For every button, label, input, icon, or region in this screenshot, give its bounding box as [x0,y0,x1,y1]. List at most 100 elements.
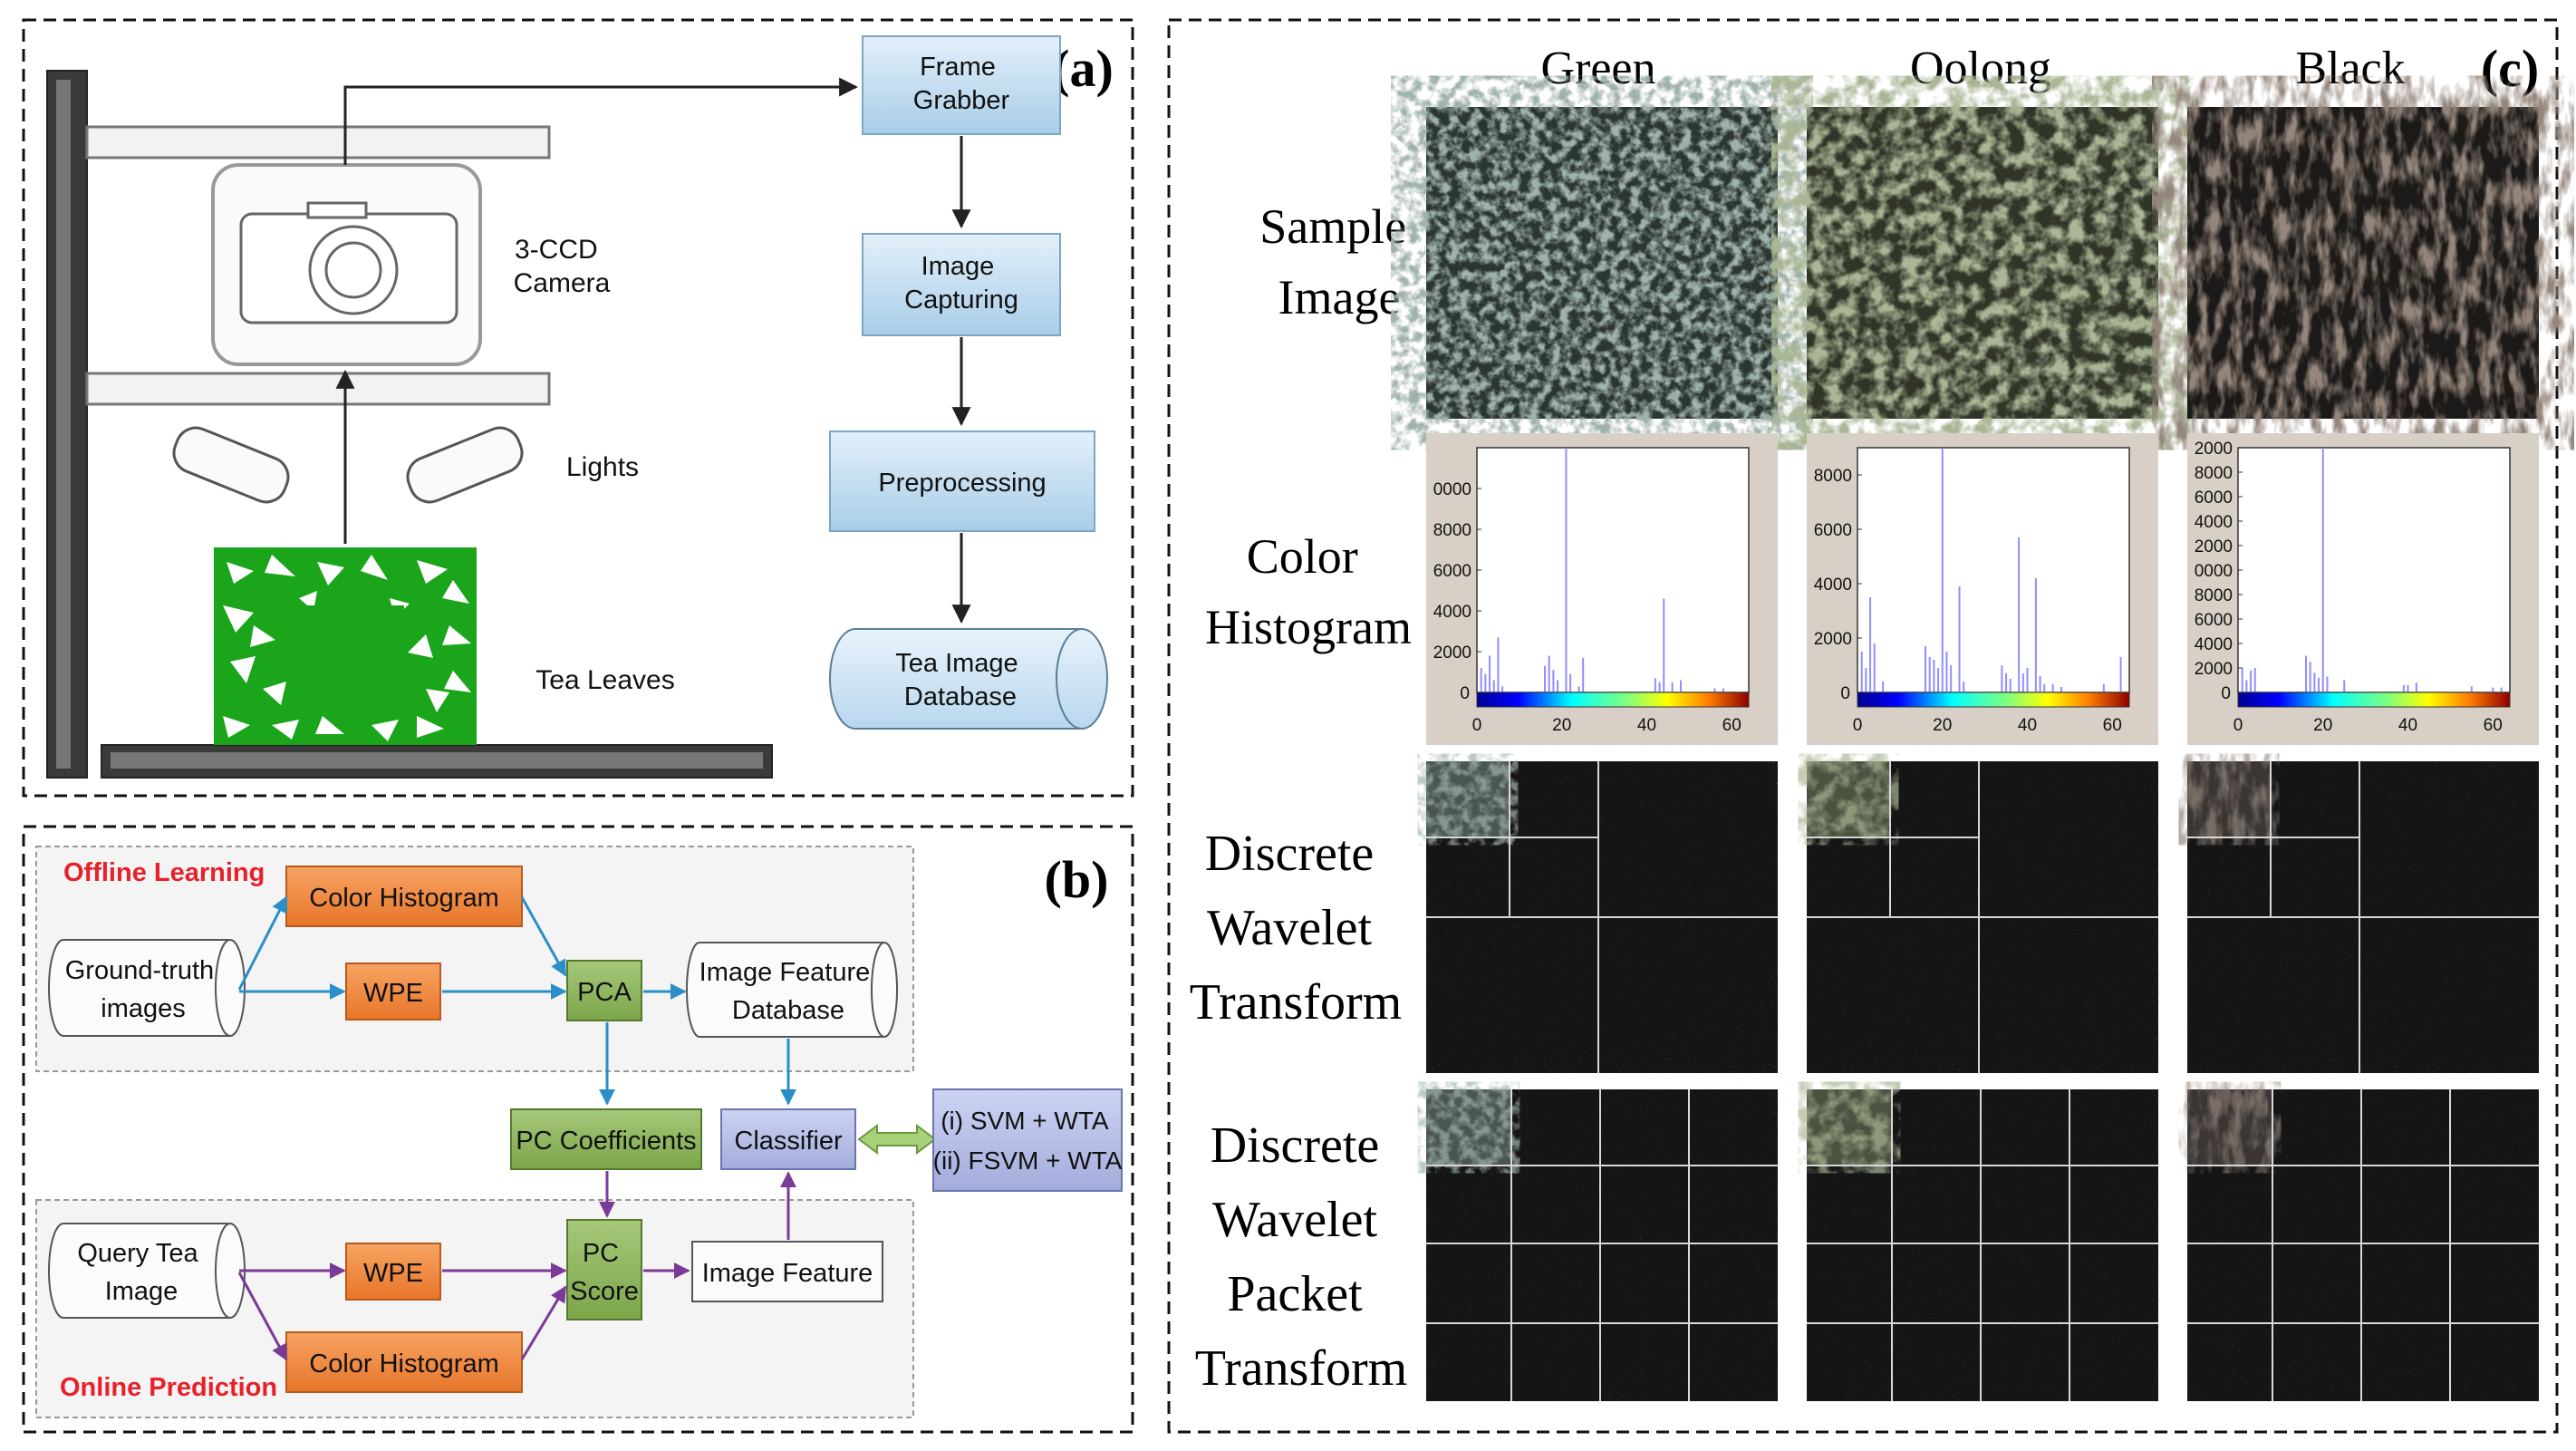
svg-text:Frame Grabber: Frame Grabber [913,53,1010,115]
wpe-top-box: WPE [345,962,441,1021]
svg-text:Image Capturing: Image Capturing [904,252,1018,314]
svg-text:WPE: WPE [363,979,423,1008]
histogram-ytick-label-black: 2000 [2195,537,2233,556]
histogram-xtick-label-black: 0 [2233,716,2243,735]
column-header-black: Black [2295,43,2405,94]
sample-image-oolong [1807,107,2158,419]
svg-text:Classifier: Classifier [734,1127,843,1156]
dwpt-image-black [2187,1089,2539,1401]
wpe-bottom-box: WPE [345,1243,441,1301]
svg-text:Ground-truth images: Ground-truth images [65,956,221,1023]
histogram-xtick-label-oolong: 20 [1933,716,1952,735]
histogram-ytick-zero-black: 0 [2221,684,2231,703]
panel-a-label: (a) [1052,39,1114,98]
color-histogram-bottom-box: Color Histogram [285,1331,523,1393]
panel-c-border [1167,18,2559,1434]
histogram-ytick-label-green: 4000 [1433,603,1471,622]
row-label-dwt: Discrete Wavelet Transform [1190,826,1402,1030]
pc-coefficients-box: PC Coefficients [510,1108,702,1170]
panel-c-label: (c) [2481,39,2539,98]
image-capturing-box: Image Capturing [862,233,1061,336]
histogram-ytick-label-green: 0000 [1433,480,1471,499]
histogram-xtick-label-black: 60 [2484,716,2503,735]
camera-icon [211,163,482,366]
preprocessing-box: Preprocessing [829,430,1095,532]
double-arrow-classifier-options [857,1124,937,1155]
pc-score-box: PC Score [566,1219,642,1320]
column-header-oolong: Oolong [1910,43,2051,94]
histogram-xtick-label-oolong: 40 [2018,716,2037,735]
classifier-options-box: (i) SVM + WTA (ii) FSVM + WTA [932,1088,1123,1192]
query-tea-image-cylinder: Query Tea Image [48,1223,246,1319]
tea-leaves-icon [214,547,477,745]
panel-a: (a) 3-CCD Camera Lights [22,18,1134,798]
histogram-xtick-label-oolong: 0 [1853,716,1863,735]
sample-image-green [1426,107,1778,419]
svg-text:Color Histogram: Color Histogram [309,1349,499,1378]
dwt-image-oolong [1807,761,2158,1073]
histogram-ytick-label-black: 2000 [2195,660,2233,679]
histogram-ytick-label-black: 6000 [2195,611,2233,630]
panel-b-label: (b) [1045,850,1109,909]
histogram-colorbar-oolong [1857,692,2130,708]
histogram-ytick-label-black: 2000 [2195,440,2233,459]
camera-label: 3-CCD Camera [514,235,611,298]
image-feature-box: Image Feature [691,1241,883,1302]
dwt-image-black [2187,761,2539,1073]
arrow-camera-to-grabber [343,77,859,165]
histogram-xtick-label-green: 60 [1722,716,1741,735]
histogram-xtick-label-green: 20 [1552,716,1571,735]
arrow-hist-to-pca [520,896,567,977]
offline-learning-title: Offline Learning [63,858,265,887]
histogram-xtick-label-green: 0 [1472,716,1482,735]
svg-text:PC Coefficients: PC Coefficients [516,1127,696,1156]
arrow-hist-to-score [520,1285,567,1360]
svg-text:(i) SVM + WTA (ii) FSV: (i) SVM + WTA (ii) FSVM + WTA [933,1107,1123,1175]
histogram-ytick-label-green: 6000 [1433,562,1471,581]
histogram-xtick-label-oolong: 60 [2103,716,2122,735]
dwpt-image-green [1426,1089,1778,1401]
histogram-black: 2000400060008000000020004000600080002000… [2195,440,2511,735]
histogram-ytick-label-black: 8000 [2195,464,2233,483]
lights-label: Lights [566,452,639,482]
histogram-ytick-label-black: 6000 [2195,489,2233,508]
panel-a-border [22,18,1134,798]
dwt-image-green [1426,761,1778,1073]
histogram-ytick-label-green: 2000 [1433,643,1471,663]
svg-text:Query Tea Image: Query Tea Image [77,1239,205,1306]
tea-leaves-label: Tea Leaves [535,665,674,695]
light-left-icon [172,426,290,504]
histogram-colorbar-black [2237,692,2511,708]
histogram-ytick-label-oolong: 2000 [1814,630,1852,649]
classifier-box: Classifier [720,1108,856,1170]
row-label-dwpt: Discrete Wavelet Packet Transform [1195,1117,1407,1397]
svg-text:Tea Image Database: Tea Image Database [895,649,1025,711]
column-header-green: Green [1540,43,1655,94]
histogram-ytick-zero-green: 0 [1460,684,1470,703]
histogram-colorbar-green [1476,692,1750,708]
camera-stand [46,70,773,779]
svg-text:Color Histogram: Color Histogram [309,884,499,913]
sample-image-black [2187,107,2539,419]
dwpt-image-oolong [1807,1089,2158,1401]
svg-text:Preprocessing: Preprocessing [878,469,1046,498]
histogram-ytick-label-black: 4000 [2195,635,2233,654]
histogram-xtick-label-black: 20 [2313,716,2332,735]
histogram-ytick-label-black: 8000 [2195,586,2233,605]
svg-text:PCA: PCA [577,978,632,1007]
pca-box: PCA [566,960,642,1021]
tea-image-database-cylinder: Tea Image Database [829,628,1108,730]
light-right-icon [406,426,524,504]
histogram-ytick-label-green: 8000 [1433,521,1471,540]
svg-text:Image Feature: Image Feature [702,1259,873,1288]
histogram-plot-area-black [2237,447,2511,693]
histogram-xtick-label-green: 40 [1637,716,1656,735]
arrow-gt-to-hist [237,895,288,991]
frame-grabber-box: Frame Grabber [862,35,1061,135]
color-histogram-top-box: Color Histogram [285,866,523,927]
histogram-plot-area-oolong [1857,447,2130,693]
